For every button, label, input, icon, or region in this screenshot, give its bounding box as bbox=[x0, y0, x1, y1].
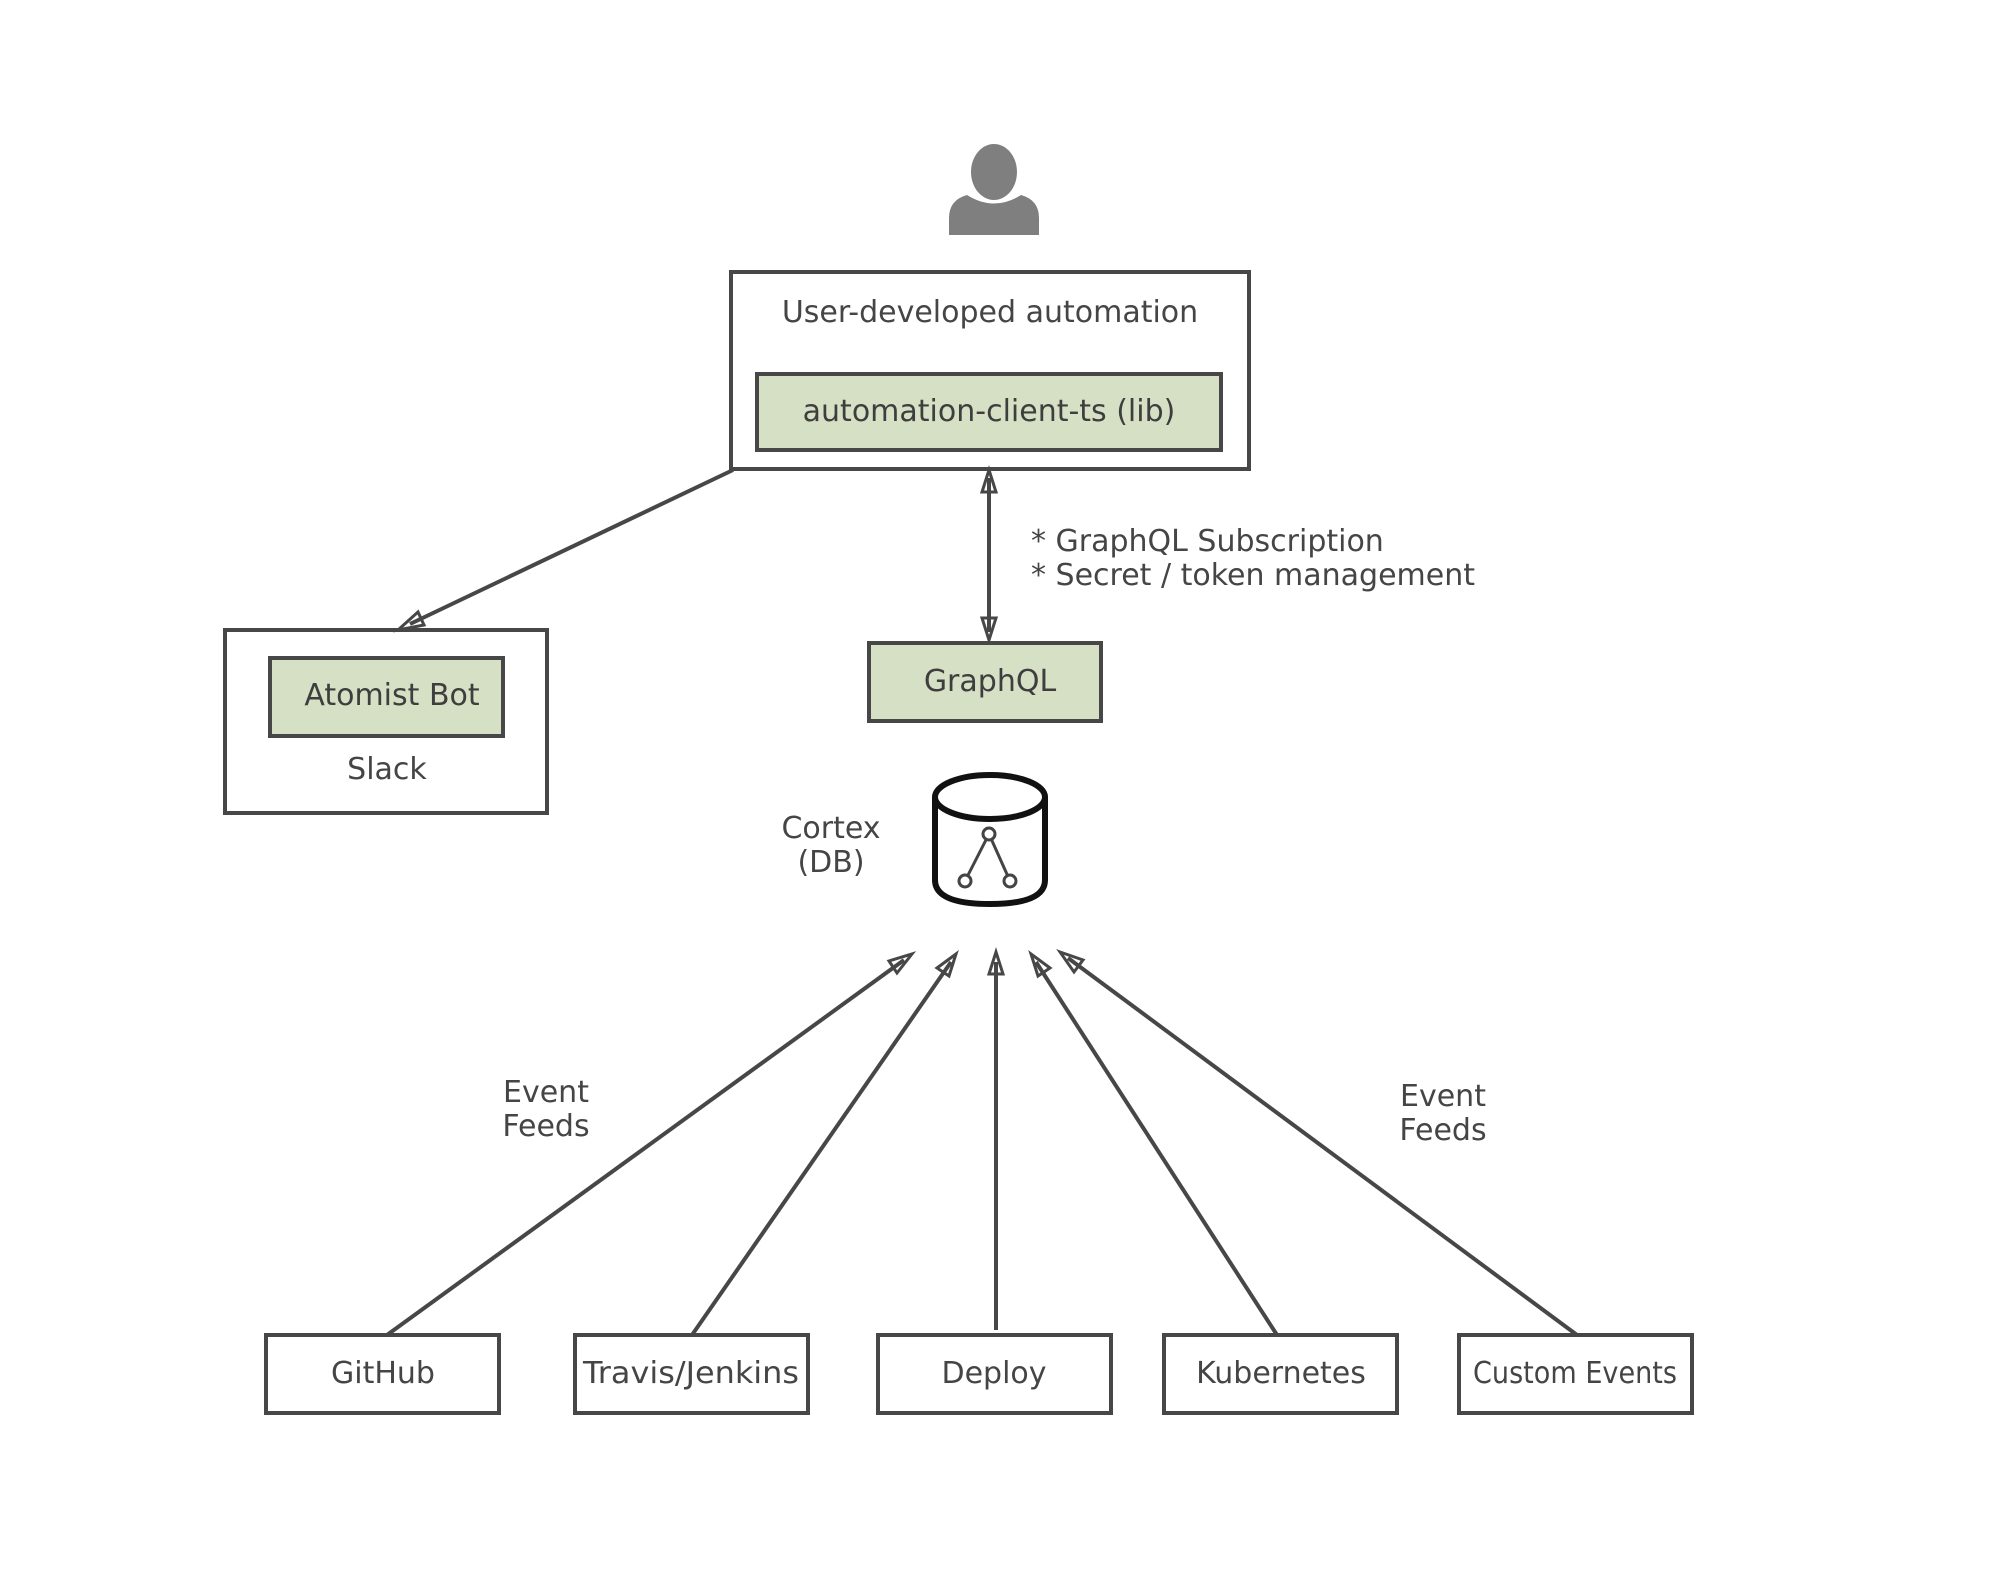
source-travis-jenkins: Travis/Jenkins bbox=[573, 1333, 810, 1415]
source-deploy-box bbox=[876, 1333, 1113, 1415]
slack-box: Atomist Bot Slack bbox=[223, 628, 549, 815]
edge-automation-graphql bbox=[979, 465, 999, 645]
edge-kubernetes-to-cortex bbox=[1028, 950, 1279, 1337]
graphql-container bbox=[867, 641, 1103, 723]
user-icon bbox=[949, 144, 1039, 235]
source-custom-events-label: Custom Events bbox=[1473, 1356, 1677, 1391]
source-github-box bbox=[264, 1333, 501, 1415]
event-feeds-left-line1: Event bbox=[503, 1075, 589, 1110]
source-custom-events: Custom Events bbox=[1457, 1333, 1694, 1415]
cortex-label: Cortex (DB) bbox=[781, 811, 880, 880]
event-feeds-left: Event Feeds bbox=[502, 1075, 589, 1144]
graphql-note-subscription: * GraphQL Subscription bbox=[1031, 524, 1384, 559]
event-feeds-right-line1: Event bbox=[1400, 1079, 1486, 1114]
edge-github-to-cortex bbox=[385, 951, 917, 1337]
source-deploy: Deploy bbox=[876, 1333, 1113, 1415]
atomist-bot-label: Atomist Bot bbox=[304, 678, 480, 713]
cortex-label-line2: (DB) bbox=[797, 845, 864, 880]
edge-travis-to-cortex bbox=[690, 950, 959, 1337]
source-github: GitHub bbox=[264, 1333, 501, 1415]
source-travis-jenkins-box bbox=[573, 1333, 810, 1415]
event-feeds-right-line2: Feeds bbox=[1399, 1113, 1486, 1148]
event-feeds-left-line2: Feeds bbox=[502, 1109, 589, 1144]
graphql-box: GraphQL bbox=[867, 641, 1103, 723]
slack-label: Slack bbox=[347, 752, 427, 787]
source-kubernetes-label: Kubernetes bbox=[1196, 1356, 1366, 1391]
source-travis-jenkins-label: Travis/Jenkins bbox=[582, 1356, 799, 1391]
edge-automation-to-slack bbox=[392, 468, 734, 633]
event-feeds-right: Event Feeds bbox=[1399, 1079, 1486, 1148]
graphql-notes: * GraphQL Subscription * Secret / token … bbox=[1031, 524, 1475, 593]
automation-lib-box bbox=[755, 372, 1223, 452]
automation-box: User-developed automation automation-cli… bbox=[729, 270, 1251, 471]
source-kubernetes-box bbox=[1162, 1333, 1399, 1415]
edge-deploy-to-cortex bbox=[986, 947, 1006, 1330]
graphql-label: GraphQL bbox=[924, 664, 1057, 699]
source-kubernetes: Kubernetes bbox=[1162, 1333, 1399, 1415]
source-github-label: GitHub bbox=[331, 1356, 435, 1391]
source-custom-events-box bbox=[1457, 1333, 1694, 1415]
automation-title: User-developed automation bbox=[782, 295, 1198, 330]
cortex-label-line1: Cortex bbox=[781, 811, 880, 846]
source-deploy-label: Deploy bbox=[941, 1356, 1046, 1391]
edge-custom-to-cortex bbox=[1056, 949, 1579, 1337]
graphql-note-secret: * Secret / token management bbox=[1031, 558, 1475, 593]
atomist-bot-box bbox=[268, 656, 505, 738]
database-icon bbox=[932, 772, 1048, 908]
automation-lib-label: automation-client-ts (lib) bbox=[803, 394, 1176, 429]
